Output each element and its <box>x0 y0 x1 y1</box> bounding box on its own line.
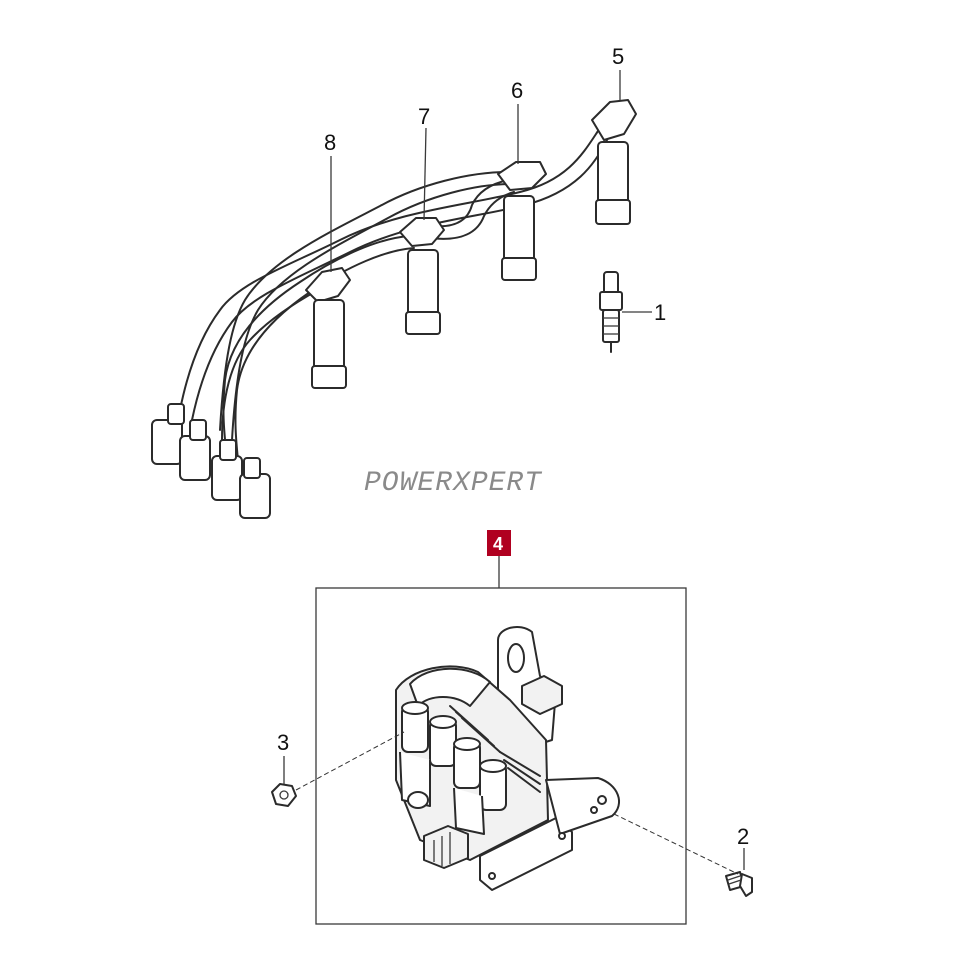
watermark: POWERXPERT <box>364 468 542 499</box>
callout-7: 7 <box>418 104 430 129</box>
callout-1: 1 <box>654 300 666 325</box>
callout-4-badge[interactable]: 4 <box>487 530 511 556</box>
callout-5: 5 <box>612 44 624 69</box>
assembly-frame <box>315 587 687 925</box>
spark-plug-icon[interactable] <box>599 271 623 353</box>
nut-icon[interactable] <box>271 783 297 807</box>
ignition-wire-set-icon[interactable] <box>151 99 637 519</box>
ignition-coil-pack-icon[interactable] <box>395 625 620 891</box>
callout-4-badge-bg <box>487 530 511 556</box>
callout-4: 4 <box>493 534 503 554</box>
bolt-icon[interactable] <box>725 871 753 897</box>
callout-8: 8 <box>324 130 336 155</box>
callout-2: 2 <box>737 824 749 849</box>
callout-3: 3 <box>277 730 289 755</box>
callout-leaders <box>330 70 652 588</box>
callout-6: 6 <box>511 78 523 103</box>
